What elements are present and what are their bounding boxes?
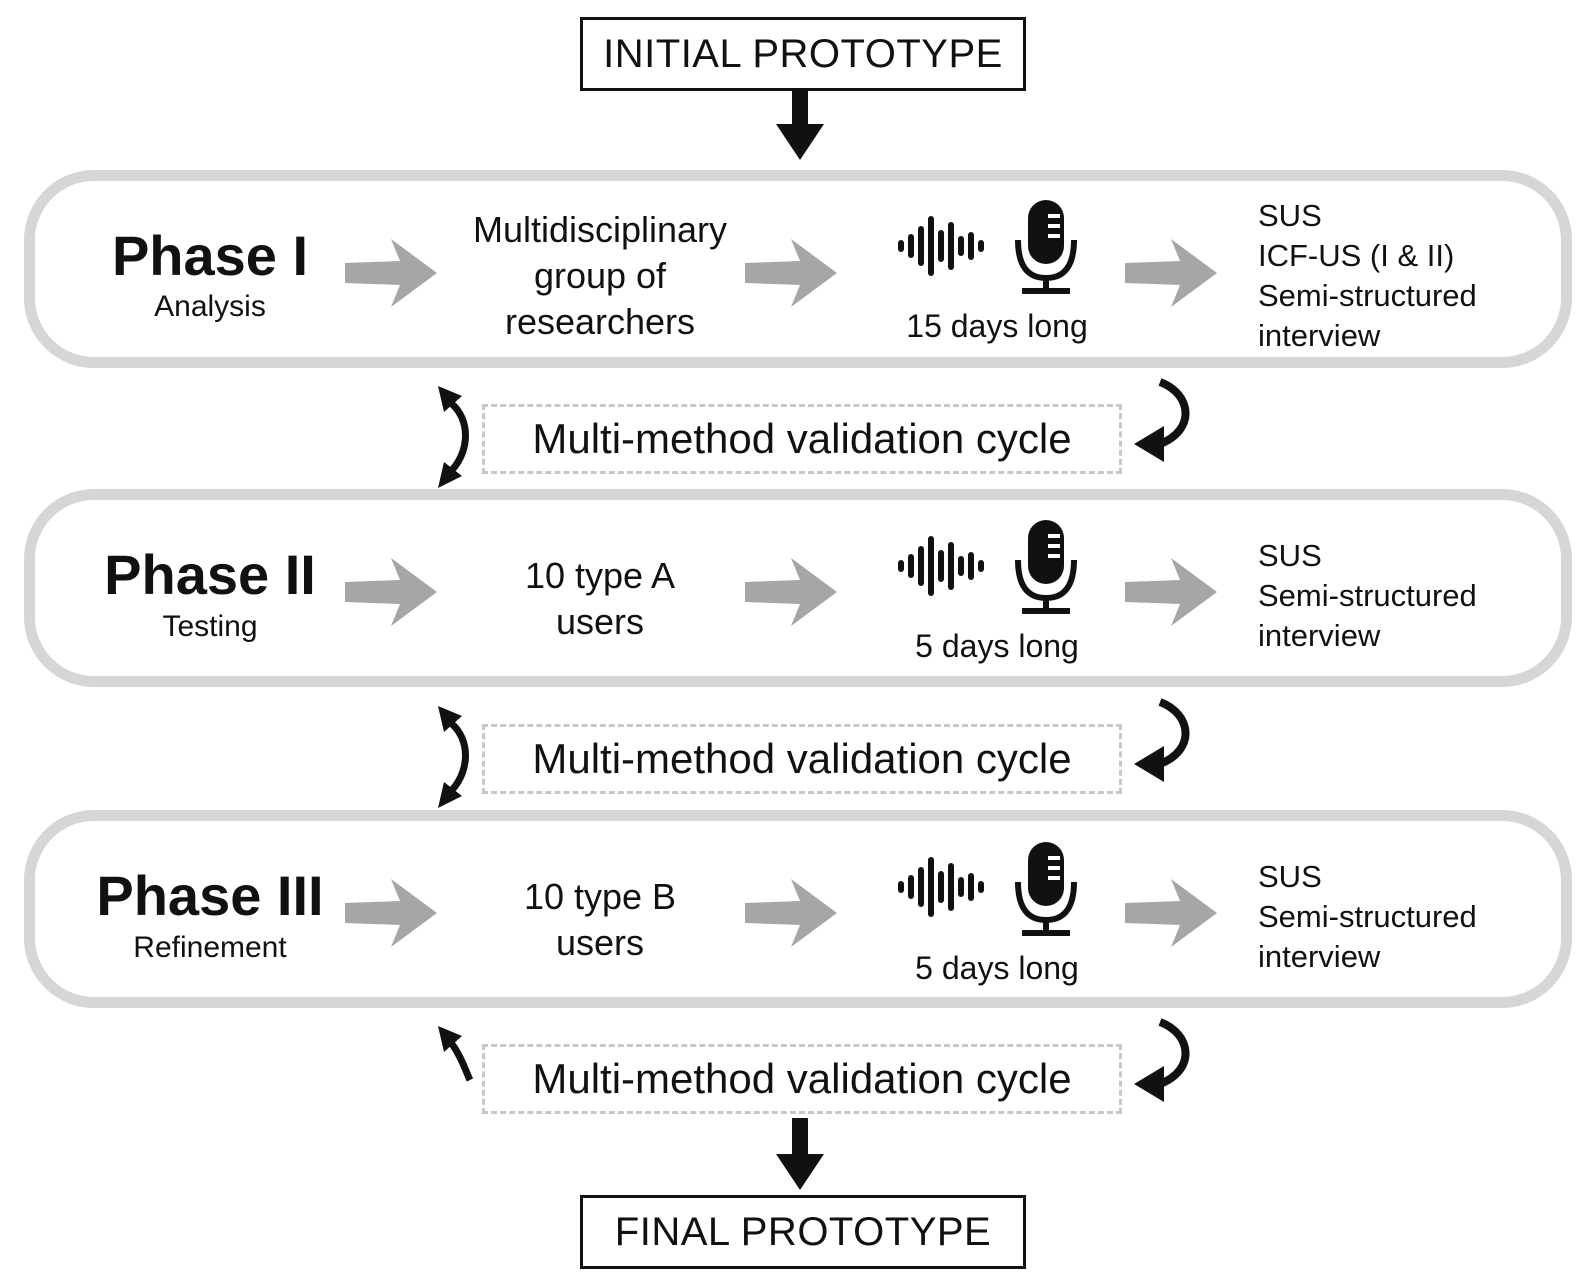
participants-line: group of bbox=[533, 255, 667, 296]
phase-1-instruments: SUS ICF-US (I & II) Semi-structured inte… bbox=[1258, 196, 1477, 356]
instrument-item: Semi-structured bbox=[1258, 899, 1477, 934]
validation-cycle-2: Multi-method validation cycle bbox=[482, 724, 1122, 794]
phase-1-title: Phase I bbox=[111, 224, 309, 287]
down-arrow bbox=[776, 88, 824, 160]
curved-return-arrow bbox=[1134, 702, 1186, 782]
microphone-icon bbox=[1018, 520, 1074, 614]
participants-line: users bbox=[555, 601, 645, 642]
flow-arrow bbox=[1125, 239, 1217, 307]
validation-cycle-1: Multi-method validation cycle bbox=[482, 404, 1122, 474]
validation-cycle-label: Multi-method validation cycle bbox=[532, 1055, 1072, 1102]
flow-arrow bbox=[345, 558, 437, 626]
flow-arrow bbox=[745, 558, 837, 626]
participants-line: 10 type B bbox=[523, 876, 677, 917]
flow-arrow bbox=[745, 879, 837, 947]
curved-return-arrow bbox=[1134, 382, 1186, 462]
microphone-icon bbox=[1018, 200, 1074, 294]
final-prototype-label: FINAL PROTOTYPE bbox=[614, 1209, 992, 1254]
bidirectional-arrow bbox=[438, 706, 469, 808]
phase-2-instruments: SUS Semi-structured interview bbox=[1258, 536, 1477, 656]
instrument-item: interview bbox=[1258, 618, 1381, 653]
sound-wave-icon bbox=[898, 216, 984, 276]
participants-line: Multidisciplinary bbox=[472, 209, 728, 250]
up-curved-arrow bbox=[438, 1026, 474, 1082]
phase-2-subtitle: Testing bbox=[162, 610, 258, 643]
phase-2-duration: 5 days long bbox=[915, 628, 1079, 664]
participants-line: users bbox=[555, 922, 645, 963]
phase-3-participants: 10 type B users bbox=[435, 874, 765, 966]
validation-cycle-3: Multi-method validation cycle bbox=[482, 1044, 1122, 1114]
validation-cycle-label: Multi-method validation cycle bbox=[532, 735, 1072, 782]
flow-arrow bbox=[345, 239, 437, 307]
instrument-item: SUS bbox=[1258, 538, 1322, 573]
down-arrow bbox=[776, 1118, 824, 1190]
sound-wave-icon bbox=[898, 857, 984, 917]
flow-arrow bbox=[1125, 879, 1217, 947]
phase-1-subtitle: Analysis bbox=[154, 290, 266, 323]
instrument-item: ICF-US (I & II) bbox=[1258, 238, 1455, 273]
phase-3-title: Phase III bbox=[96, 864, 324, 927]
flow-arrow bbox=[1125, 558, 1217, 626]
phase-2-title: Phase II bbox=[104, 543, 316, 606]
phase-2-participants: 10 type A users bbox=[435, 553, 765, 645]
instrument-item: Semi-structured bbox=[1258, 278, 1477, 313]
bidirectional-arrow bbox=[438, 386, 469, 488]
flow-arrow bbox=[345, 879, 437, 947]
phase-3-duration: 5 days long bbox=[915, 950, 1079, 986]
validation-cycle-label: Multi-method validation cycle bbox=[532, 415, 1072, 462]
instrument-item: interview bbox=[1258, 318, 1381, 353]
initial-prototype-label: INITIAL PROTOTYPE bbox=[603, 31, 1003, 76]
phase-1-participants: Multidisciplinary group of researchers bbox=[435, 207, 765, 345]
phase-3-subtitle: Refinement bbox=[133, 931, 287, 964]
flow-arrow bbox=[745, 239, 837, 307]
initial-prototype-box: INITIAL PROTOTYPE bbox=[580, 17, 1026, 91]
phase-3-instruments: SUS Semi-structured interview bbox=[1258, 857, 1477, 977]
curved-return-arrow bbox=[1134, 1022, 1186, 1102]
instrument-item: Semi-structured bbox=[1258, 578, 1477, 613]
sound-wave-icon bbox=[898, 536, 984, 596]
phase-1-duration: 15 days long bbox=[906, 308, 1088, 344]
participants-line: researchers bbox=[504, 301, 696, 342]
participants-line: 10 type A bbox=[524, 555, 676, 596]
microphone-icon bbox=[1018, 842, 1074, 936]
instrument-item: interview bbox=[1258, 939, 1381, 974]
final-prototype-box: FINAL PROTOTYPE bbox=[580, 1195, 1026, 1269]
instrument-item: SUS bbox=[1258, 859, 1322, 894]
instrument-item: SUS bbox=[1258, 198, 1322, 233]
